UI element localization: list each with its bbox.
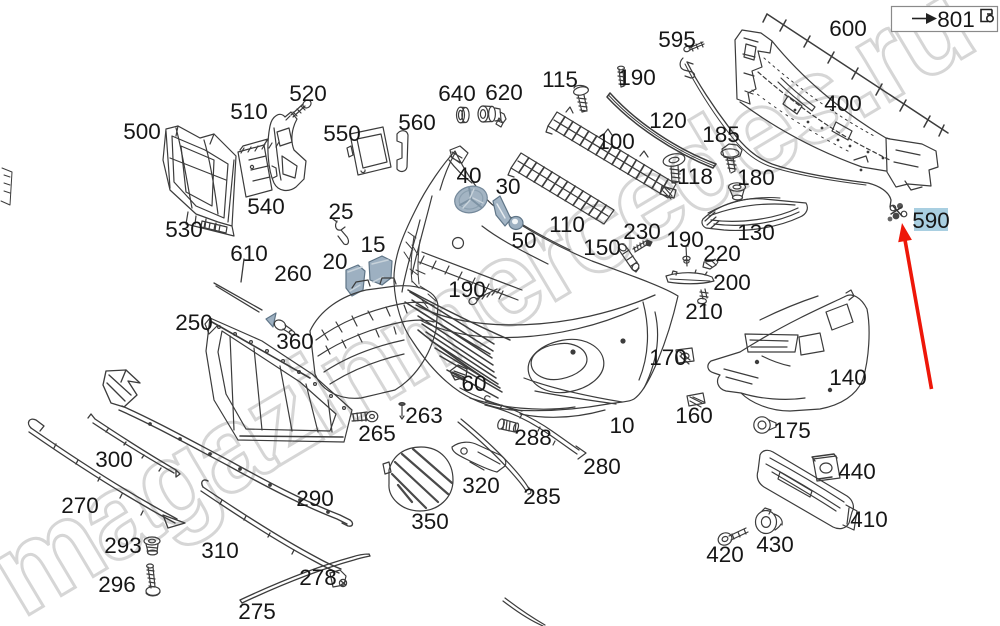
svg-text:300: 300 [95,447,133,472]
svg-text:288: 288 [514,425,552,450]
svg-text:175: 175 [773,418,811,443]
svg-text:280: 280 [583,454,621,479]
svg-text:40: 40 [456,163,481,188]
svg-text:410: 410 [850,507,888,532]
svg-text:60: 60 [461,371,486,396]
svg-text:350: 350 [411,509,449,534]
svg-text:140: 140 [829,365,867,390]
svg-text:190: 190 [618,65,656,90]
svg-text:290: 290 [296,486,334,511]
svg-text:360: 360 [276,329,314,354]
svg-text:296: 296 [98,572,136,597]
svg-text:270: 270 [61,493,99,518]
svg-text:190: 190 [448,277,486,302]
svg-text:130: 130 [737,220,775,245]
svg-text:15: 15 [360,232,385,257]
svg-text:185: 185 [702,122,740,147]
svg-text:263: 263 [405,403,443,428]
svg-text:801: 801 [937,7,975,32]
svg-text:430: 430 [756,532,794,557]
svg-text:440: 440 [838,459,876,484]
svg-text:530: 530 [165,217,203,242]
svg-text:180: 180 [737,165,775,190]
svg-text:610: 610 [230,241,268,266]
svg-text:400: 400 [824,91,862,116]
svg-text:420: 420 [706,542,744,567]
svg-text:210: 210 [685,299,723,324]
svg-text:118: 118 [677,164,713,189]
svg-text:115: 115 [542,67,578,92]
svg-text:20: 20 [322,249,347,274]
svg-text:520: 520 [289,81,327,106]
svg-text:230: 230 [623,219,661,244]
svg-text:260: 260 [274,261,312,286]
svg-text:550: 550 [323,121,361,146]
svg-text:220: 220 [703,241,741,266]
svg-text:510: 510 [230,99,268,124]
svg-text:600: 600 [829,16,867,41]
svg-text:275: 275 [238,599,276,624]
svg-text:293: 293 [104,533,142,558]
svg-text:310: 310 [201,538,239,563]
svg-text:640: 640 [438,81,476,106]
svg-text:250: 250 [175,310,213,335]
svg-text:190: 190 [666,227,704,252]
svg-text:620: 620 [485,80,523,105]
svg-text:285: 285 [523,484,561,509]
svg-text:278: 278 [299,565,337,590]
svg-text:200: 200 [713,270,751,295]
svg-text:170: 170 [649,345,687,370]
svg-text:25: 25 [328,199,353,224]
svg-text:320: 320 [462,473,500,498]
svg-text:120: 120 [649,108,687,133]
svg-text:150: 150 [583,235,621,260]
svg-text:50: 50 [511,228,536,253]
svg-text:160: 160 [675,403,713,428]
svg-text:100: 100 [597,129,635,154]
svg-text:110: 110 [549,212,585,237]
svg-text:595: 595 [658,27,696,52]
svg-text:265: 265 [358,421,396,446]
svg-text:560: 560 [398,110,436,135]
svg-text:500: 500 [123,119,161,144]
svg-text:540: 540 [247,194,285,219]
svg-text:30: 30 [495,174,520,199]
svg-text:10: 10 [609,413,634,438]
svg-text:590: 590 [912,208,950,233]
